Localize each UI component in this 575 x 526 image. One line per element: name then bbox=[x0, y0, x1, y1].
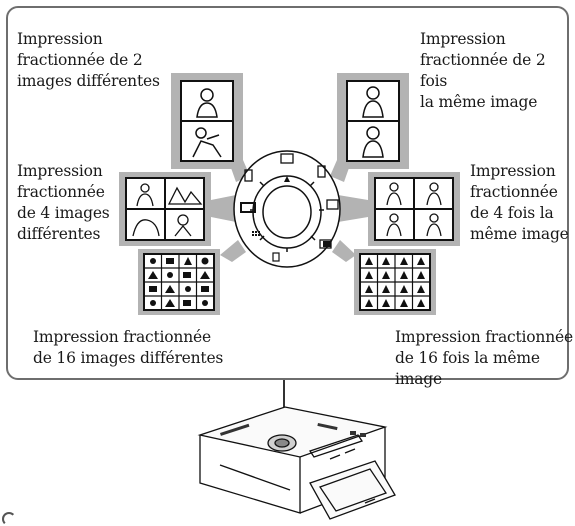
thumbnail-split16-same bbox=[354, 249, 436, 315]
thumbnail-split4-different bbox=[119, 172, 211, 246]
diagram-frame bbox=[6, 6, 569, 380]
corner-mark bbox=[2, 512, 16, 526]
printer-icon bbox=[197, 406, 396, 520]
label-split16-same: Impression fractionnée de 16 fois la mêm… bbox=[395, 328, 573, 388]
label-split4-same: Impression fractionnée de 4 fois la même… bbox=[470, 162, 569, 243]
label-split16-different: Impression fractionnée de 16 images diff… bbox=[33, 328, 224, 367]
thumbnail-split2-same bbox=[337, 73, 409, 169]
label-split2-same: Impression fractionnée de 2 fois la même… bbox=[420, 30, 546, 111]
label-split2-different: Impression fractionnée de 2 images diffé… bbox=[17, 30, 160, 90]
label-split4-different: Impression fractionnée de 4 images diffé… bbox=[17, 162, 110, 243]
thumbnail-split2-different bbox=[171, 73, 243, 169]
mode-selector-dial-icon[interactable] bbox=[232, 148, 342, 270]
thumbnail-split16-different bbox=[138, 249, 220, 315]
connector-wedges bbox=[211, 160, 368, 262]
thumbnail-split4-same bbox=[368, 172, 460, 246]
